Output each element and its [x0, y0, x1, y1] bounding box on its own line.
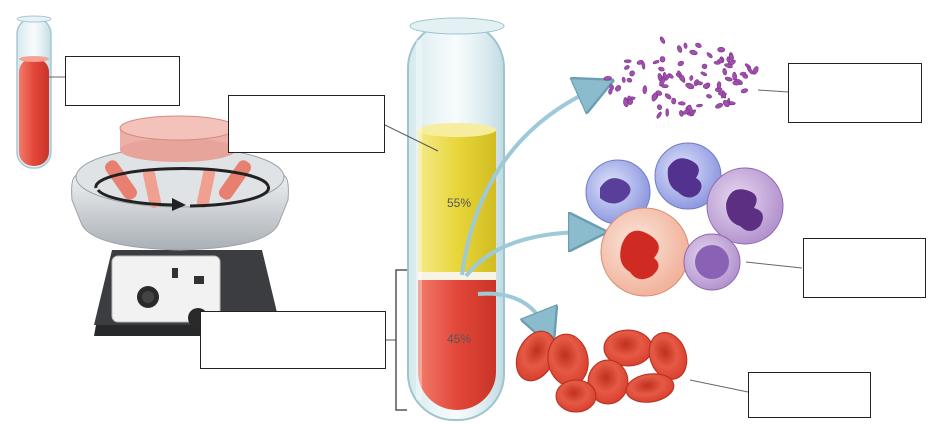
platelet: [729, 54, 734, 61]
platelet: [697, 81, 703, 85]
platelet: [614, 84, 622, 92]
label-box-small-tube[interactable]: [65, 56, 180, 106]
platelet: [653, 60, 660, 65]
platelet: [717, 47, 724, 52]
label-box-platelets[interactable]: [788, 63, 922, 123]
plasma-percent-label: 55%: [447, 196, 471, 210]
platelet: [706, 52, 713, 59]
platelet: [733, 81, 740, 85]
platelets-cluster: [604, 36, 760, 119]
platelet: [715, 102, 724, 109]
platelet: [695, 42, 702, 48]
platelet: [683, 43, 687, 49]
platelet: [725, 76, 733, 82]
platelet: [700, 71, 707, 76]
platelet: [643, 86, 647, 94]
platelet: [624, 60, 631, 63]
platelet: [657, 104, 663, 110]
platelet: [722, 68, 727, 75]
label-box-formed-elements[interactable]: [200, 311, 386, 369]
platelet: [666, 109, 669, 117]
small-blood-tube: [17, 16, 51, 168]
white-blood-cells-cluster: [586, 143, 783, 296]
red-blood-cells-cluster: [509, 325, 693, 412]
platelet: [651, 92, 659, 102]
platelet: [706, 94, 712, 99]
platelet: [641, 61, 645, 69]
buffy-coat-layer: [418, 272, 496, 280]
platelet: [678, 101, 685, 105]
platelet: [685, 82, 695, 90]
platelet: [741, 88, 749, 94]
platelet: [671, 98, 676, 104]
centrifuged-blood-tube: [408, 18, 504, 420]
platelet: [622, 77, 626, 83]
platelet: [689, 49, 698, 55]
label-box-red-blood-cells[interactable]: [748, 372, 871, 418]
platelet: [696, 104, 702, 107]
platelet: [659, 36, 666, 44]
platelet: [626, 78, 632, 83]
platelet: [624, 65, 630, 71]
platelet: [658, 66, 665, 71]
platelet: [689, 75, 693, 81]
platelet: [604, 76, 612, 81]
formed-elements-bracket: [396, 270, 407, 410]
platelet: [717, 81, 721, 88]
platelet: [676, 45, 682, 53]
label-box-plasma[interactable]: [228, 95, 385, 153]
platelet: [677, 60, 684, 67]
cells-percent-label: 45%: [447, 332, 471, 346]
platelet: [663, 72, 666, 79]
platelet: [661, 85, 668, 88]
label-box-white-blood-cells[interactable]: [803, 238, 926, 298]
white-blood-cells-leader-line: [746, 262, 802, 268]
red-blood-cells-leader-line: [690, 380, 748, 392]
platelet: [629, 70, 636, 77]
platelet: [656, 111, 663, 119]
platelet: [660, 56, 666, 62]
platelets-leader-line: [758, 90, 788, 92]
platelet: [664, 93, 672, 101]
platelet: [702, 64, 707, 69]
